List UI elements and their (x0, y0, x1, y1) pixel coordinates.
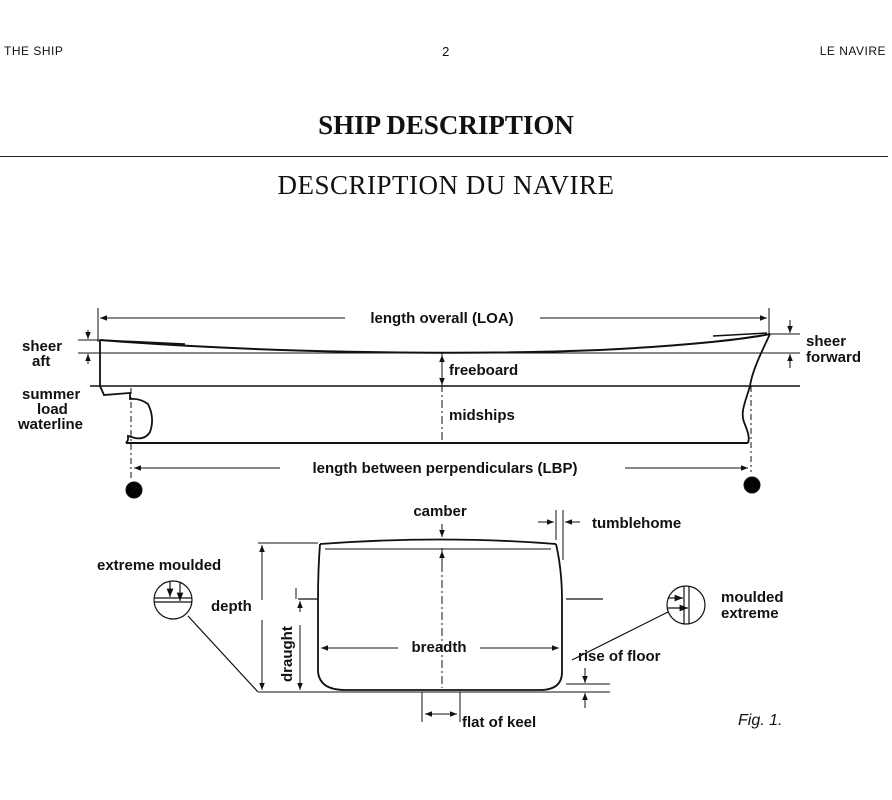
label-waterline-3: waterline (17, 416, 83, 433)
label-tumblehome: tumblehome (592, 515, 681, 532)
label-breadth: breadth (411, 639, 466, 656)
label-sheer-forward-1: sheer (806, 333, 846, 350)
forecastle-line (712, 332, 768, 337)
deck-line (99, 333, 771, 354)
stem-outline (741, 333, 771, 444)
label-midships: midships (449, 407, 515, 424)
perpendicular-aft-number: 2 (131, 483, 138, 497)
label-camber: camber (413, 503, 467, 520)
label-sheer-aft-2: aft (32, 353, 50, 370)
section-outline (317, 543, 563, 691)
label-sheer-forward-2: forward (806, 349, 861, 366)
perpendicular-forward-number: 1 (749, 478, 756, 492)
label-sheer-aft-1: sheer (22, 338, 62, 355)
label-waterline-1: summer (22, 386, 81, 403)
flat-of-keel-dimension (421, 692, 461, 722)
poop-deck-line (99, 339, 186, 345)
perpendiculars (125, 386, 761, 499)
title-divider (0, 156, 888, 157)
tumblehome-dimension (538, 510, 580, 560)
figure-label: Fig. 1. (738, 712, 782, 729)
title-french: DESCRIPTION DU NAVIRE (277, 170, 615, 200)
ship-profile (90, 332, 800, 444)
detail-circle-right (571, 585, 706, 661)
label-freeboard: freeboard (449, 362, 518, 379)
rise-of-floor-dimension (560, 668, 610, 708)
title-english: SHIP DESCRIPTION (318, 110, 574, 140)
label-rise-of-floor: rise of floor (578, 648, 661, 665)
label-waterline-2: load (37, 401, 68, 418)
sheer-aft-dimension (78, 330, 100, 364)
label-draught: draught (279, 626, 296, 682)
depth-dimension (258, 542, 600, 693)
sheer-forward-dimension (768, 320, 800, 368)
label-depth: depth (211, 598, 252, 615)
running-header-right: LE NAVIRE (819, 44, 886, 58)
page-number: 2 (442, 44, 450, 59)
label-moulded: moulded (721, 589, 784, 606)
label-length-overall: length overall (LOA) (370, 310, 513, 327)
draught-dimension (295, 588, 303, 690)
label-extreme-moulded: extreme moulded (97, 557, 221, 574)
detail-circle-left (153, 580, 259, 693)
label-lbp: length between perpendiculars (LBP) (312, 460, 577, 477)
stern-outline (99, 340, 153, 444)
running-header-left: THE SHIP (4, 44, 64, 58)
midship-section (317, 538, 563, 691)
label-extreme: extreme (721, 605, 779, 622)
loa-dimension (97, 308, 770, 342)
camber-deck (319, 538, 557, 545)
label-flat-of-keel: flat of keel (462, 714, 536, 731)
